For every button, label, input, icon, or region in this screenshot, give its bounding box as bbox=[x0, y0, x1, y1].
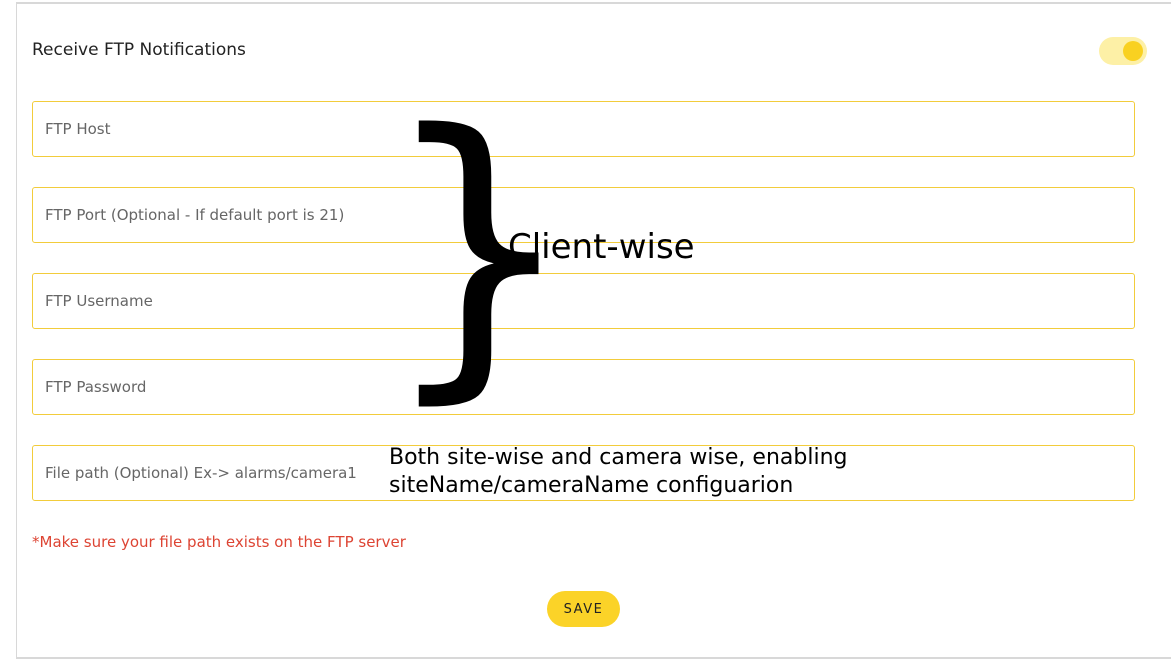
annotation-both-wise: Both site-wise and camera wise, enabling… bbox=[389, 444, 1009, 500]
save-button[interactable]: SAVE bbox=[547, 591, 620, 627]
annotation-client-wise: Client-wise bbox=[508, 227, 695, 267]
file-path-hint: *Make sure your file path exists on the … bbox=[32, 533, 406, 551]
annotation-both-line1: Both site-wise and camera wise, enabling bbox=[389, 445, 848, 470]
annotation-brace: } bbox=[380, 69, 578, 430]
ftp-notifications-label: Receive FTP Notifications bbox=[32, 40, 246, 60]
ftp-password-input[interactable] bbox=[32, 359, 1135, 415]
ftp-settings-card bbox=[16, 2, 1171, 659]
annotation-both-line2: siteName/cameraName configuarion bbox=[389, 473, 794, 498]
ftp-port-input[interactable] bbox=[32, 187, 1135, 243]
ftp-host-input[interactable] bbox=[32, 101, 1135, 157]
ftp-notifications-toggle[interactable] bbox=[1099, 37, 1147, 65]
toggle-knob bbox=[1123, 41, 1143, 61]
ftp-username-input[interactable] bbox=[32, 273, 1135, 329]
file-path-input[interactable] bbox=[32, 445, 1135, 501]
